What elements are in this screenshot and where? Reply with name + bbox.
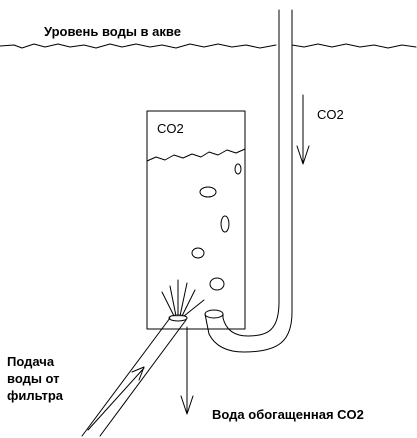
co2-tube-outlet-wall bbox=[204, 313, 224, 335]
co2-tube-outer bbox=[208, 9, 293, 353]
inflow-arrow-icon bbox=[87, 366, 145, 431]
enriched-water-label: Вода обогащенная CO2 bbox=[212, 407, 364, 422]
bubble bbox=[191, 247, 205, 259]
water-surface-line bbox=[0, 43, 417, 49]
inlet-pipe-bottom-edge bbox=[99, 319, 187, 437]
bubble bbox=[199, 186, 217, 198]
water-feed-label-line1: Подача bbox=[7, 354, 55, 369]
water-feed-label-line2: воды от bbox=[7, 371, 60, 386]
water-feed-label: Подача воды от фильтра bbox=[7, 353, 63, 404]
reactor-chamber bbox=[146, 110, 246, 330]
output-arrow-icon bbox=[180, 326, 194, 415]
bubble bbox=[220, 215, 230, 233]
water-level-label: Уровень воды в акве bbox=[44, 24, 181, 39]
co2-tube-label: CO2 bbox=[317, 107, 344, 122]
co2-flow-arrow-icon bbox=[296, 94, 310, 165]
bubble bbox=[209, 277, 225, 291]
co2-tube-outlet bbox=[204, 309, 224, 319]
co2-chamber-label: CO2 bbox=[157, 121, 184, 136]
nozzle-spray bbox=[161, 279, 205, 317]
inlet-pipe-top-edge bbox=[81, 317, 171, 437]
bubble bbox=[234, 163, 242, 175]
gas-water-interface bbox=[146, 148, 246, 162]
water-feed-label-line3: фильтра bbox=[7, 388, 64, 403]
co2-tube-inner bbox=[222, 9, 280, 337]
